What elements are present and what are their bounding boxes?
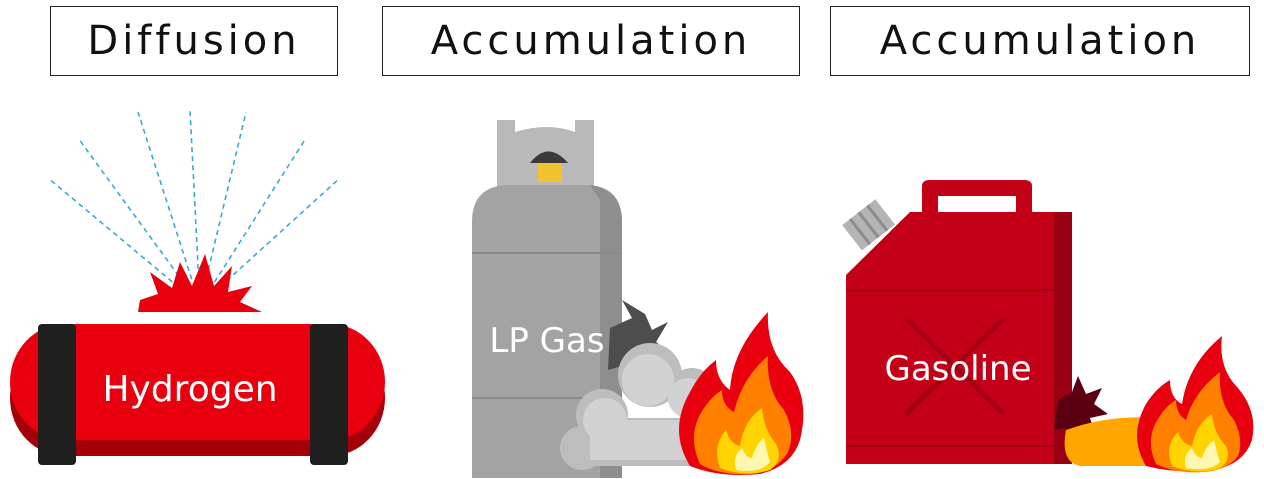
diffusion-lines xyxy=(47,109,341,306)
hydrogen-tank xyxy=(10,324,385,465)
gasoline-flame xyxy=(1137,336,1254,473)
gasoline-label: Gasoline xyxy=(884,349,1031,389)
gasoline-can xyxy=(842,180,1072,464)
hydrogen-label: Hydrogen xyxy=(102,369,277,410)
gasoline-leak-burst xyxy=(1054,376,1108,444)
label-accumulation-lp: Accumulation xyxy=(382,6,800,76)
label-accumulation-gasoline: Accumulation xyxy=(830,6,1250,76)
lp-gas-label: LP Gas xyxy=(489,321,604,361)
leak-burst xyxy=(138,254,262,312)
label-diffusion: Diffusion xyxy=(50,6,338,76)
lp-flame xyxy=(679,312,804,475)
